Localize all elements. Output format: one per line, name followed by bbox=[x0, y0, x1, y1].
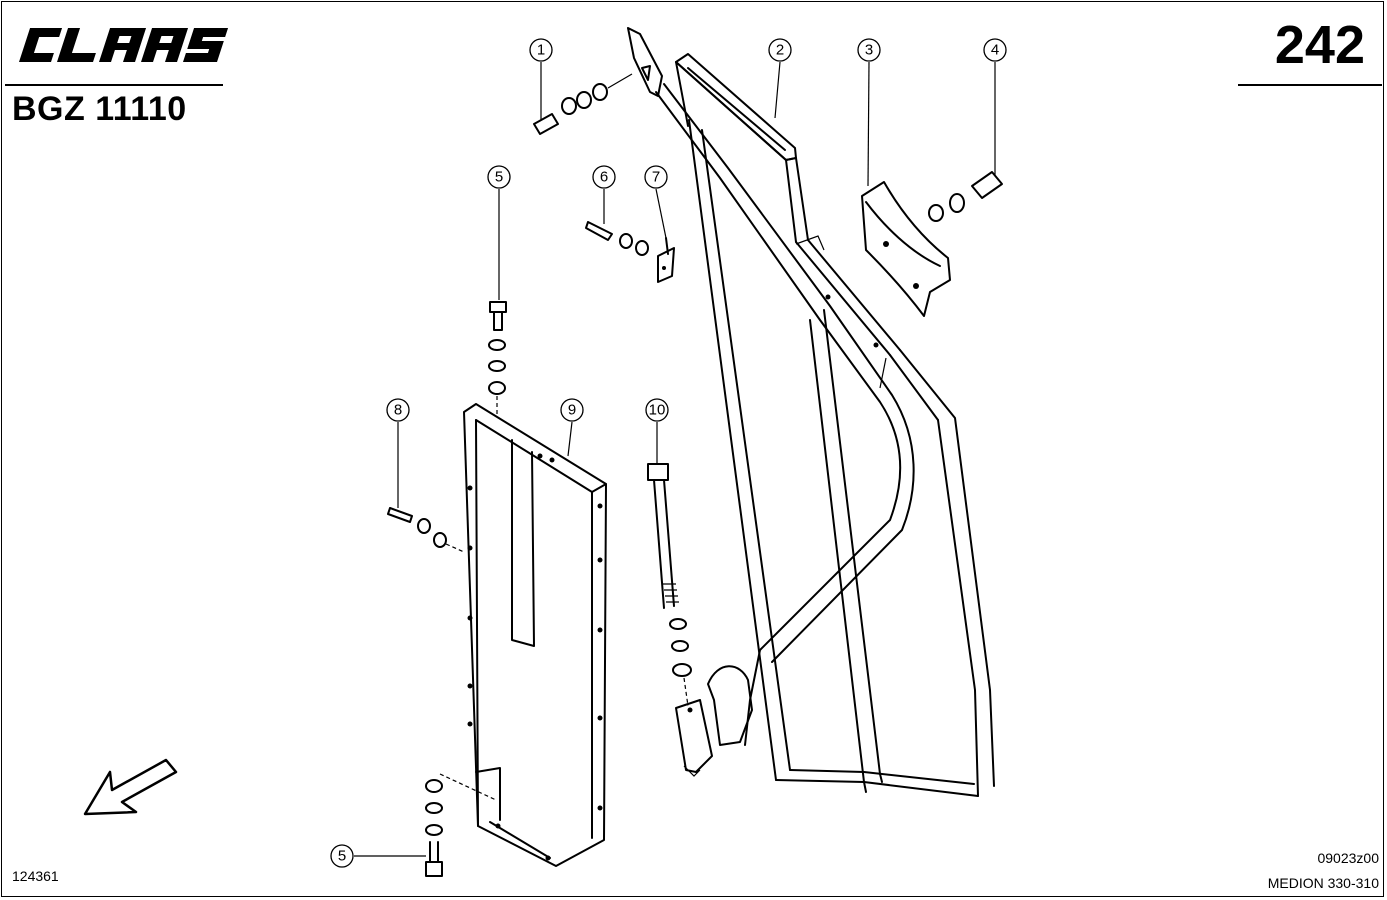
bolt-group-8 bbox=[387, 507, 465, 553]
bolt-group-4 bbox=[928, 171, 1003, 222]
callout-6: 6 bbox=[592, 165, 616, 224]
long-bolt-10 bbox=[647, 463, 692, 707]
callout-5-bottom: 5 bbox=[330, 844, 426, 868]
handle-tube-part bbox=[627, 27, 915, 777]
callout-5-top: 5 bbox=[487, 165, 511, 300]
svg-text:6: 6 bbox=[600, 169, 608, 186]
svg-text:4: 4 bbox=[991, 42, 999, 59]
deflector-part bbox=[861, 181, 951, 317]
callout-4: 4 bbox=[983, 38, 1007, 176]
svg-text:9: 9 bbox=[568, 402, 576, 419]
cover-panel-part bbox=[463, 403, 607, 867]
svg-text:3: 3 bbox=[865, 42, 873, 59]
header-rule-left bbox=[5, 84, 223, 86]
assembly-code: BGZ 11110 bbox=[12, 90, 187, 128]
page-number: 242 bbox=[1274, 15, 1365, 75]
bolt-group-5-bottom bbox=[425, 773, 497, 877]
svg-text:10: 10 bbox=[649, 402, 666, 419]
drawing-id: 124361 bbox=[12, 868, 59, 884]
callout-3: 3 bbox=[857, 38, 881, 187]
svg-text:5: 5 bbox=[495, 169, 503, 186]
bolt-group-5-top bbox=[488, 301, 507, 428]
callout-7: 7 bbox=[644, 165, 668, 239]
bolt-group-6 bbox=[585, 221, 649, 256]
svg-text:1: 1 bbox=[537, 42, 545, 59]
svg-text:5: 5 bbox=[338, 848, 346, 865]
svg-text:7: 7 bbox=[652, 169, 660, 186]
side-panel-part bbox=[675, 53, 995, 797]
callout-8: 8 bbox=[386, 398, 410, 508]
bolt-group-1 bbox=[533, 73, 633, 135]
callout-2: 2 bbox=[768, 38, 792, 119]
callout-9: 9 bbox=[560, 398, 584, 457]
claas-logo bbox=[19, 28, 229, 62]
direction-arrow-icon bbox=[83, 758, 178, 816]
callout-10: 10 bbox=[645, 398, 669, 464]
callout-1: 1 bbox=[529, 38, 553, 120]
svg-text:8: 8 bbox=[394, 402, 402, 419]
header-rule-right bbox=[1238, 84, 1382, 86]
svg-text:2: 2 bbox=[776, 42, 784, 59]
clip-part-7 bbox=[657, 237, 675, 283]
reference-code: 09023z00 bbox=[1317, 850, 1379, 866]
model-name: MEDION 330-310 bbox=[1267, 875, 1379, 891]
